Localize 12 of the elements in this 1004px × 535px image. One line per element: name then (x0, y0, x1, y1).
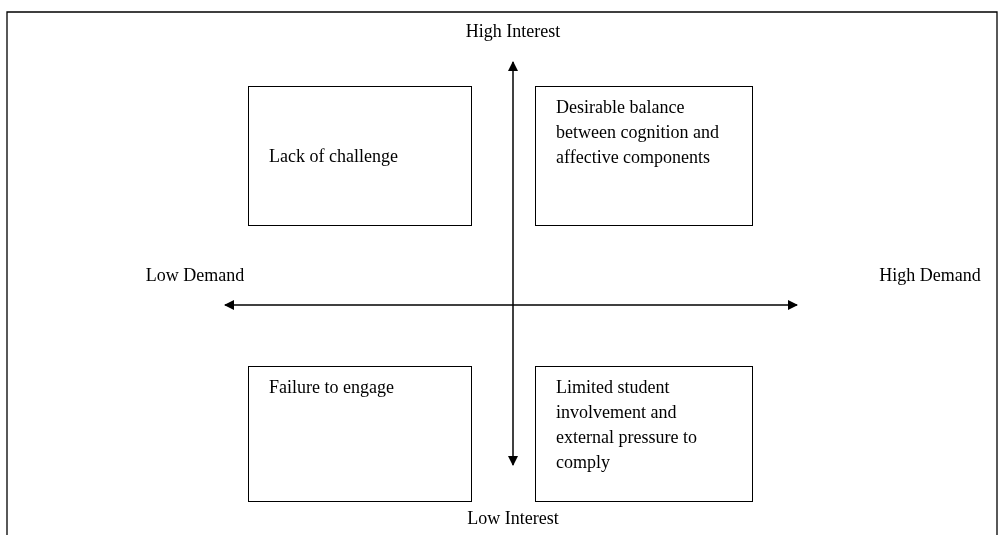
quadrant-text: Lack of challenge (269, 144, 399, 168)
quadrant-text: Failure to engage (269, 376, 395, 399)
quadrant-text: Limited student involvement and external pressure to comply (556, 376, 698, 474)
axis-label: Low Interest (466, 507, 560, 530)
quadrant-box (248, 86, 472, 226)
quadrant-box (248, 366, 472, 502)
quadrant-box (535, 86, 753, 226)
quadrant-text: Desirable balance between cognition and affective components (556, 96, 720, 169)
axis-label: Low Demand (144, 264, 246, 287)
quadrant-box (535, 366, 753, 502)
axis-label: High Interest (464, 20, 562, 43)
axis-label: High Demand (878, 264, 982, 287)
